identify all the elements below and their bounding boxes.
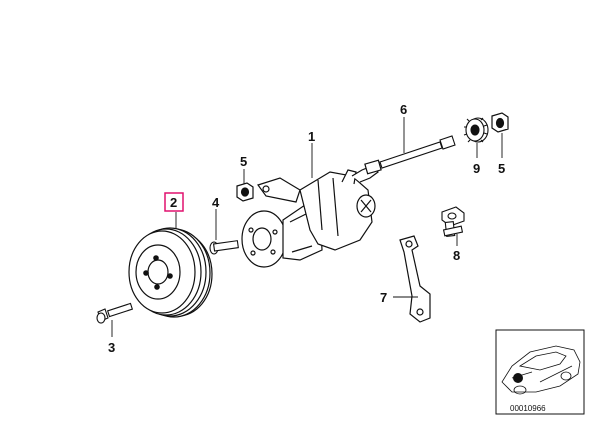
- bracket-part-7[interactable]: [399, 235, 431, 323]
- spacer-part-9[interactable]: [463, 117, 489, 143]
- location-marker-icon: [513, 373, 523, 383]
- power-steering-pump[interactable]: [241, 159, 382, 268]
- vehicle-locator-inset: 00010966: [495, 329, 585, 415]
- callout-2-highlight-box: [164, 192, 184, 212]
- reference-number: 00010966: [510, 404, 546, 413]
- bolt-part-4[interactable]: [209, 240, 239, 255]
- pulley-part[interactable]: [128, 227, 213, 318]
- callout-7: 7: [380, 290, 387, 305]
- callout-4: 4: [212, 195, 220, 210]
- bolt-part-3[interactable]: [96, 302, 134, 324]
- callout-8: 8: [453, 248, 460, 263]
- long-bolt-part-6[interactable]: [379, 135, 456, 169]
- leader-lines: [111, 117, 503, 337]
- bolt-part-8[interactable]: [441, 206, 465, 237]
- callout-6: 6: [400, 102, 407, 117]
- callout-5-left: 5: [240, 154, 247, 169]
- callout-2: 2: [170, 195, 177, 210]
- callout-9: 9: [473, 161, 480, 176]
- nut-part-5-left[interactable]: [236, 182, 254, 202]
- nut-part-5-right[interactable]: [491, 112, 509, 133]
- callout-3: 3: [108, 340, 115, 355]
- callout-1: 1: [308, 129, 315, 144]
- callout-5-right: 5: [498, 161, 505, 176]
